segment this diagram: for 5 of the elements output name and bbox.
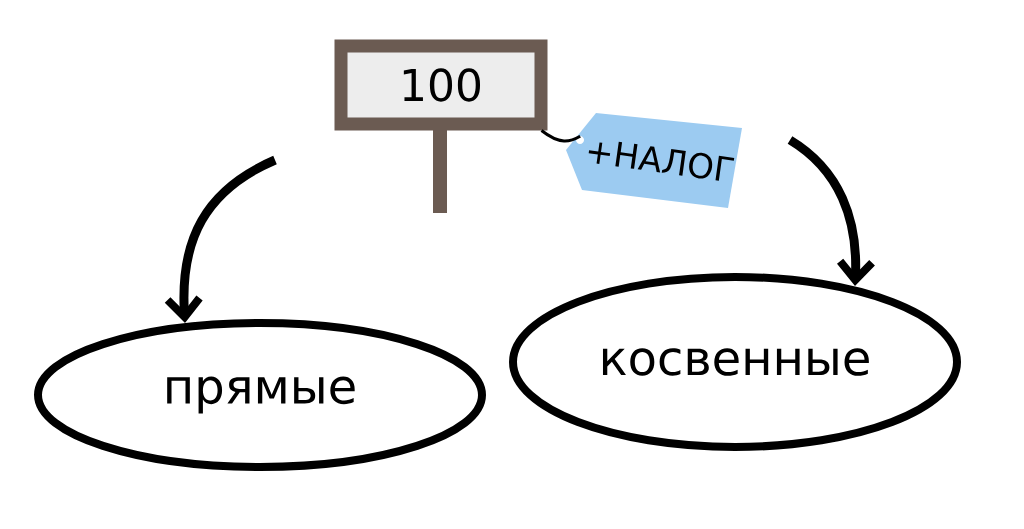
curved-arrow [787,136,875,286]
price-tag: +НАЛОГ [566,113,742,208]
curved-arrow [164,155,277,323]
string [540,129,581,143]
sign-board: 100 [334,39,548,213]
